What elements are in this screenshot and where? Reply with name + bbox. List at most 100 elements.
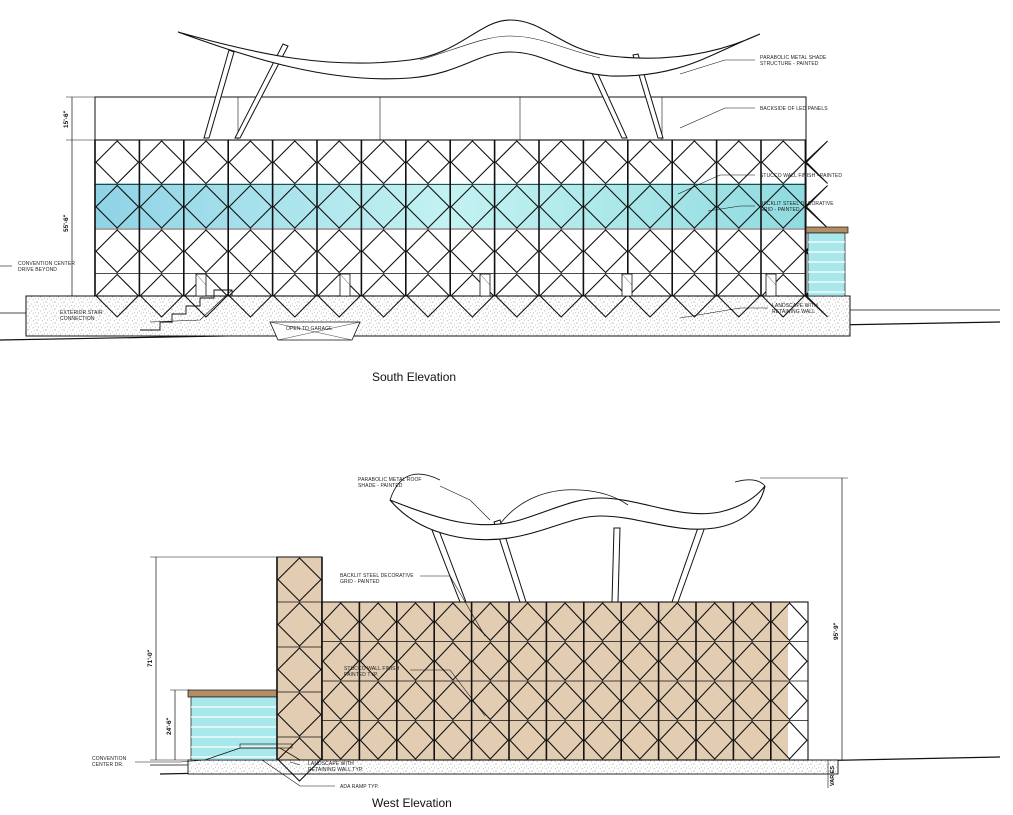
west-grid-diamond (584, 641, 621, 681)
south-grid-diamond (184, 184, 228, 229)
south-grid-diamond (539, 273, 584, 318)
south-shade-inner-curve (419, 35, 601, 61)
south-note-stair-1: EXTERIOR STAIR (60, 310, 103, 316)
west-note-landscape-2: RETAINING WALL TYP. (308, 767, 363, 773)
west-grid-diamond (397, 641, 434, 681)
west-note-roof-2: SHADE - PAINTED (358, 483, 403, 489)
west-grid-diamond (471, 681, 509, 721)
south-grid-diamond (450, 140, 495, 185)
south-grid-diamond (228, 229, 273, 274)
west-roof-front-lip (389, 473, 441, 501)
south-annex-cap (805, 226, 849, 234)
west-grid-diamond (471, 641, 509, 681)
west-grid-diamond (658, 602, 696, 642)
south-led-panel-band (94, 96, 807, 141)
south-door (339, 273, 351, 297)
west-grid-diamond (621, 720, 659, 760)
south-door (765, 273, 777, 297)
west-note-stucco-2: PAINTED TYP. (344, 672, 378, 678)
west-grid-diamond (584, 720, 621, 760)
west-grid-diamond (658, 641, 696, 681)
south-grid-diamond (317, 273, 362, 318)
west-dim-95: 95'-9" (833, 622, 840, 640)
south-grid-diamond (361, 184, 406, 229)
west-dim-71: 71'-0" (147, 649, 154, 667)
south-grid-diamond (272, 184, 317, 229)
west-grid-diamond (733, 720, 771, 760)
south-garage-x2 (277, 321, 361, 341)
west-annex-cap (187, 689, 279, 698)
west-grid-diamond (509, 681, 547, 721)
south-grid-diamond (139, 229, 184, 274)
south-grid-diamond (95, 140, 140, 185)
south-door-swing (195, 273, 207, 286)
south-grid-diamond (228, 140, 273, 185)
west-grid-diamond (696, 720, 734, 760)
west-grid-diamond (359, 681, 397, 721)
west-grid-diamond (434, 641, 472, 681)
west-grid-diamond (546, 681, 584, 721)
west-annex-mullions (191, 706, 277, 758)
west-grid-diamond (733, 681, 771, 721)
south-grid-diamond (406, 273, 450, 318)
west-grid-diamond (771, 641, 808, 681)
west-grid-diamond (658, 681, 696, 721)
west-grid-diamond (322, 602, 360, 642)
west-grid-diamond (509, 720, 547, 760)
west-grid-diamond (546, 641, 584, 681)
south-garage-x1 (269, 321, 353, 341)
west-grid-diamond (733, 641, 771, 681)
south-grid-diamond (450, 229, 495, 274)
west-grid-diamond (546, 602, 584, 642)
west-grid-diamond (397, 720, 434, 760)
south-grid-diamond (184, 229, 228, 274)
south-grid-diamond (228, 273, 273, 318)
south-grid-diamond (539, 184, 584, 229)
west-tower-stucco (276, 556, 323, 761)
west-elevation-title: West Elevation (372, 796, 452, 810)
south-grid-diamond (539, 229, 584, 274)
south-door (195, 273, 207, 297)
south-grid-diamond (406, 229, 450, 274)
west-note-roof-1: PARABOLIC METAL ROOF (358, 477, 422, 483)
south-grid-diamond (317, 140, 362, 185)
south-grid-diamond (228, 184, 273, 229)
west-grid-diamond (621, 681, 659, 721)
west-tower-diamond (277, 692, 322, 737)
south-note-landscape-1: LANDSCAPE WITH (772, 303, 818, 309)
south-grid-diamond (494, 184, 539, 229)
south-grid-diamond (450, 184, 495, 229)
south-grid-diamond (672, 273, 717, 318)
west-note-landscape-1: LANDSCAPE WITH (308, 761, 354, 767)
west-grid-diamond (434, 720, 472, 760)
south-door (621, 273, 633, 297)
south-note-shade-2: STRUCTURE - PAINTED (760, 61, 819, 67)
west-leaders (135, 485, 491, 787)
west-grid-diamond (471, 720, 509, 760)
west-tower-diamond (277, 602, 322, 647)
west-grid-diamond (397, 681, 434, 721)
south-grid-diamond (539, 140, 584, 185)
west-ramp-rail (239, 743, 293, 749)
south-grid-diamond (139, 184, 184, 229)
south-note-drive-1: CONVENTION CENTER (18, 261, 75, 267)
south-grid-diamond (494, 140, 539, 185)
west-grid-diamond (696, 602, 734, 642)
south-exterior-stair (140, 289, 233, 331)
south-grid-diamond (672, 140, 717, 185)
west-tower-diamond (277, 737, 322, 782)
south-grid-diamond (272, 273, 317, 318)
south-grid-diamond (716, 229, 761, 274)
south-parabolic-shade (177, 19, 761, 80)
south-grid-diamond (628, 273, 672, 318)
south-door-swing (621, 273, 633, 286)
west-grid-diamond (771, 720, 808, 760)
west-shade-columns (431, 519, 707, 603)
west-grid-diamond (434, 681, 472, 721)
